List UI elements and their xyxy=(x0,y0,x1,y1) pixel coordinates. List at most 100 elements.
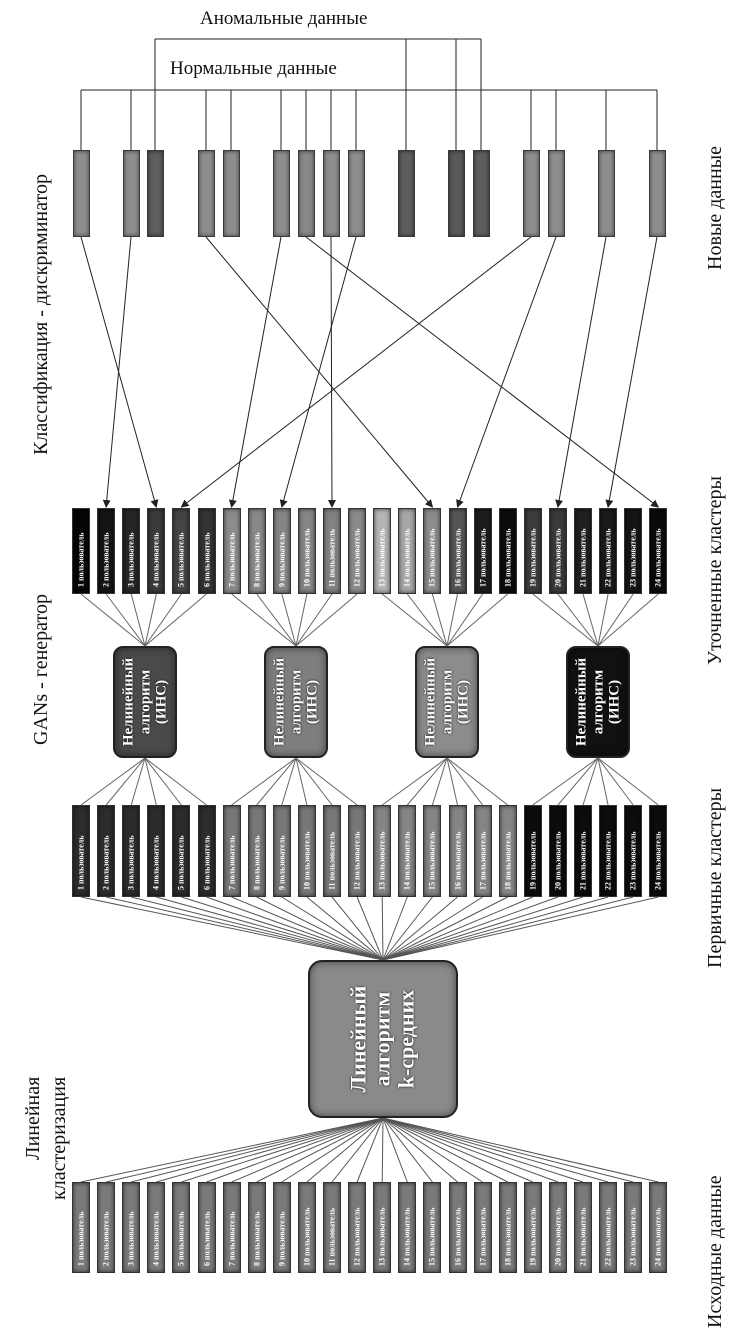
source-user-box: 18 пользователь xyxy=(498,1182,517,1273)
gan-to-refined-line xyxy=(256,593,297,647)
refined-user-box: 5 пользователь xyxy=(172,508,191,594)
gan-to-refined-line xyxy=(381,593,448,647)
gan-node-line: алгоритм xyxy=(589,669,606,735)
source-user-box: 21 пользователь xyxy=(574,1182,592,1273)
normal-data-bar xyxy=(272,150,290,237)
primary-user-box: 23 пользователь xyxy=(624,805,643,897)
user-box-label: 17 пользователь xyxy=(478,831,488,890)
kmeans-to-primary-line xyxy=(281,896,384,961)
kmeans-to-primary-line xyxy=(382,896,559,961)
kmeans-to-primary-line xyxy=(156,896,384,961)
primary-to-gan-line xyxy=(295,757,358,806)
user-box-label: 15 пользователь xyxy=(427,1207,437,1266)
primary-user-box: 15 пользователь xyxy=(423,805,442,897)
gan-to-refined-line xyxy=(144,593,157,647)
normal-data-bar xyxy=(122,150,140,237)
source-user-box: 14 пользователь xyxy=(398,1182,417,1273)
primary-to-gan-line xyxy=(557,757,599,806)
classification-arrow xyxy=(555,236,607,508)
normal-data-bar xyxy=(347,150,365,237)
user-box-label: 16 пользователь xyxy=(453,1207,462,1266)
user-box-label: 12 пользователь xyxy=(352,528,362,587)
kmeans-to-primary-line xyxy=(105,896,384,961)
kmeans-line2: алгоритм xyxy=(369,991,395,1087)
kmeans-line3: k-средних xyxy=(394,989,420,1089)
refined-user-box: 7 пользователь xyxy=(222,508,241,594)
refined-user-box: 23 пользователь xyxy=(624,508,643,594)
normal-data-bar xyxy=(197,150,215,237)
user-box-label: 10 пользователь xyxy=(302,1207,312,1266)
gan-to-refined-line xyxy=(431,593,448,647)
primary-to-gan-line xyxy=(406,757,448,806)
user-box-label: 6 пользователь xyxy=(202,532,211,587)
kmeans-to-primary-line xyxy=(381,896,384,961)
gan-node-line: (ИНС) xyxy=(304,679,321,725)
kmeans-to-primary-line xyxy=(382,896,408,961)
user-box-label: 18 пользователь xyxy=(503,528,513,587)
kmeans-to-primary-line xyxy=(306,896,384,961)
primary-to-gan-line xyxy=(80,757,146,806)
user-box-label: 6 пользователь xyxy=(202,1211,211,1266)
classification-arrow xyxy=(305,236,660,508)
primary-user-box: 11 пользователь xyxy=(323,805,341,897)
user-box-label: 11 пользователь xyxy=(327,528,337,587)
user-box-label: 10 пользователь xyxy=(302,831,312,890)
primary-user-box: 21 пользователь xyxy=(574,805,592,897)
refined-user-box: 1 пользователь xyxy=(72,508,90,594)
source-to-kmeans-line xyxy=(331,1117,384,1183)
refined-user-box: 8 пользователь xyxy=(247,508,266,594)
primary-user-box: 19 пользователь xyxy=(523,805,542,897)
primary-user-box: 3 пользователь xyxy=(122,805,141,897)
user-box-label: 16 пользователь xyxy=(453,528,462,587)
user-box-label: 7 пользователь xyxy=(227,1211,237,1266)
user-box-label: 21 пользователь xyxy=(578,1207,588,1266)
gan-node-line: алгоритм xyxy=(136,669,153,735)
primary-user-box: 22 пользователь xyxy=(599,805,618,897)
gan-to-refined-line xyxy=(446,593,458,647)
source-to-kmeans-line xyxy=(181,1117,384,1183)
user-box-label: 9 пользователь xyxy=(277,1211,287,1266)
refined-user-box: 12 пользователь xyxy=(348,508,367,594)
user-box-label: 8 пользователь xyxy=(252,1211,262,1266)
refined-user-box: 14 пользователь xyxy=(398,508,417,594)
primary-user-box: 12 пользователь xyxy=(348,805,367,897)
user-box-label: 11 пользователь xyxy=(327,831,337,890)
source-user-box: 5 пользователь xyxy=(172,1182,191,1273)
refined-user-box: 21 пользователь xyxy=(574,508,592,594)
refined-user-box: 18 пользователь xyxy=(498,508,517,594)
user-box-label: 6 пользователь xyxy=(202,835,211,890)
classification-discriminator-label: Классификация - дискриминатор xyxy=(30,174,52,455)
gan-to-refined-line xyxy=(80,593,146,647)
gan-node-line: (ИНС) xyxy=(606,679,623,725)
source-user-box: 6 пользователь xyxy=(197,1182,216,1273)
refined-user-box: 17 пользователь xyxy=(473,508,492,594)
user-box-label: 13 пользователь xyxy=(377,528,387,587)
gan-to-refined-line xyxy=(446,593,484,647)
primary-to-gan-line xyxy=(597,757,609,806)
kmeans-to-primary-line xyxy=(382,896,458,961)
kmeans-to-primary-line xyxy=(382,896,659,961)
kmeans-to-primary-line xyxy=(206,896,384,961)
normal-data-bar xyxy=(547,150,565,237)
user-box-label: 18 пользователь xyxy=(503,1207,513,1266)
user-box-label: 14 пользователь xyxy=(402,1207,412,1266)
new-data-label: Новые данные xyxy=(704,146,726,270)
user-box-label: 19 пользователь xyxy=(528,528,538,587)
classification-arrow xyxy=(228,236,282,508)
source-to-kmeans-line xyxy=(381,1117,384,1183)
primary-user-box: 18 пользователь xyxy=(498,805,517,897)
user-box-label: 1 пользователь xyxy=(76,835,86,890)
linear-clustering-label-line1: Линейная xyxy=(22,1076,44,1160)
refined-user-box: 22 пользователь xyxy=(599,508,618,594)
user-box-label: 18 пользователь xyxy=(503,831,513,890)
user-box-label: 5 пользователь xyxy=(176,835,186,890)
source-to-kmeans-line xyxy=(382,1117,483,1183)
user-box-label: 23 пользователь xyxy=(628,1207,638,1266)
kmeans-to-primary-line xyxy=(331,896,384,961)
source-to-kmeans-line xyxy=(105,1117,384,1183)
primary-to-gan-line xyxy=(431,757,448,806)
user-box-label: 20 пользователь xyxy=(553,1207,563,1266)
